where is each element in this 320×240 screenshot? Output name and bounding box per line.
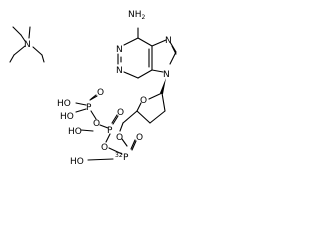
amino-group-label: NH2 <box>128 10 146 21</box>
beta-phosphate: HO P O O <box>68 108 124 153</box>
gamma-bridge-oxygen-label: O <box>93 119 100 129</box>
n9-label: N <box>163 70 170 80</box>
alpha-phosphate: HO 32 P O <box>70 133 143 167</box>
gamma-phosphorus-label: P <box>86 103 92 113</box>
amine-nitrogen-label: N <box>24 40 31 50</box>
gamma-phosphate: HO P O HO O <box>57 88 104 129</box>
n1-label: N <box>116 45 123 55</box>
o5-prime-label: O <box>116 133 123 143</box>
gamma-oxo-label: O <box>97 88 104 98</box>
phosphorus-32-isotope-label: 32 <box>115 152 123 159</box>
chemical-structure: N NH2 N N N N O <box>0 0 190 168</box>
adenine-base: NH2 N N N N <box>116 10 177 94</box>
alpha-phosphorus-label: P <box>123 153 129 163</box>
gamma-hydroxyl-left-label: HO <box>57 99 71 109</box>
sugar-ring: O O <box>116 92 166 143</box>
beta-phosphorus-label: P <box>107 126 113 136</box>
alpha-hydroxyl-label: HO <box>70 157 84 167</box>
alpha-oxo-label: O <box>136 133 143 143</box>
beta-bridge-oxygen-label: O <box>101 143 108 153</box>
beta-oxo-label: O <box>117 108 124 118</box>
n3-label: N <box>116 66 123 76</box>
triethylamine-group: N <box>9 26 45 63</box>
ring-oxygen-label: O <box>140 96 147 106</box>
n7-label: N <box>165 36 172 46</box>
molecule-drawing: N NH2 N N N N O <box>9 10 177 167</box>
gamma-hydroxyl-bottom-label: HO <box>60 112 74 122</box>
beta-hydroxyl-label: HO <box>68 127 82 137</box>
